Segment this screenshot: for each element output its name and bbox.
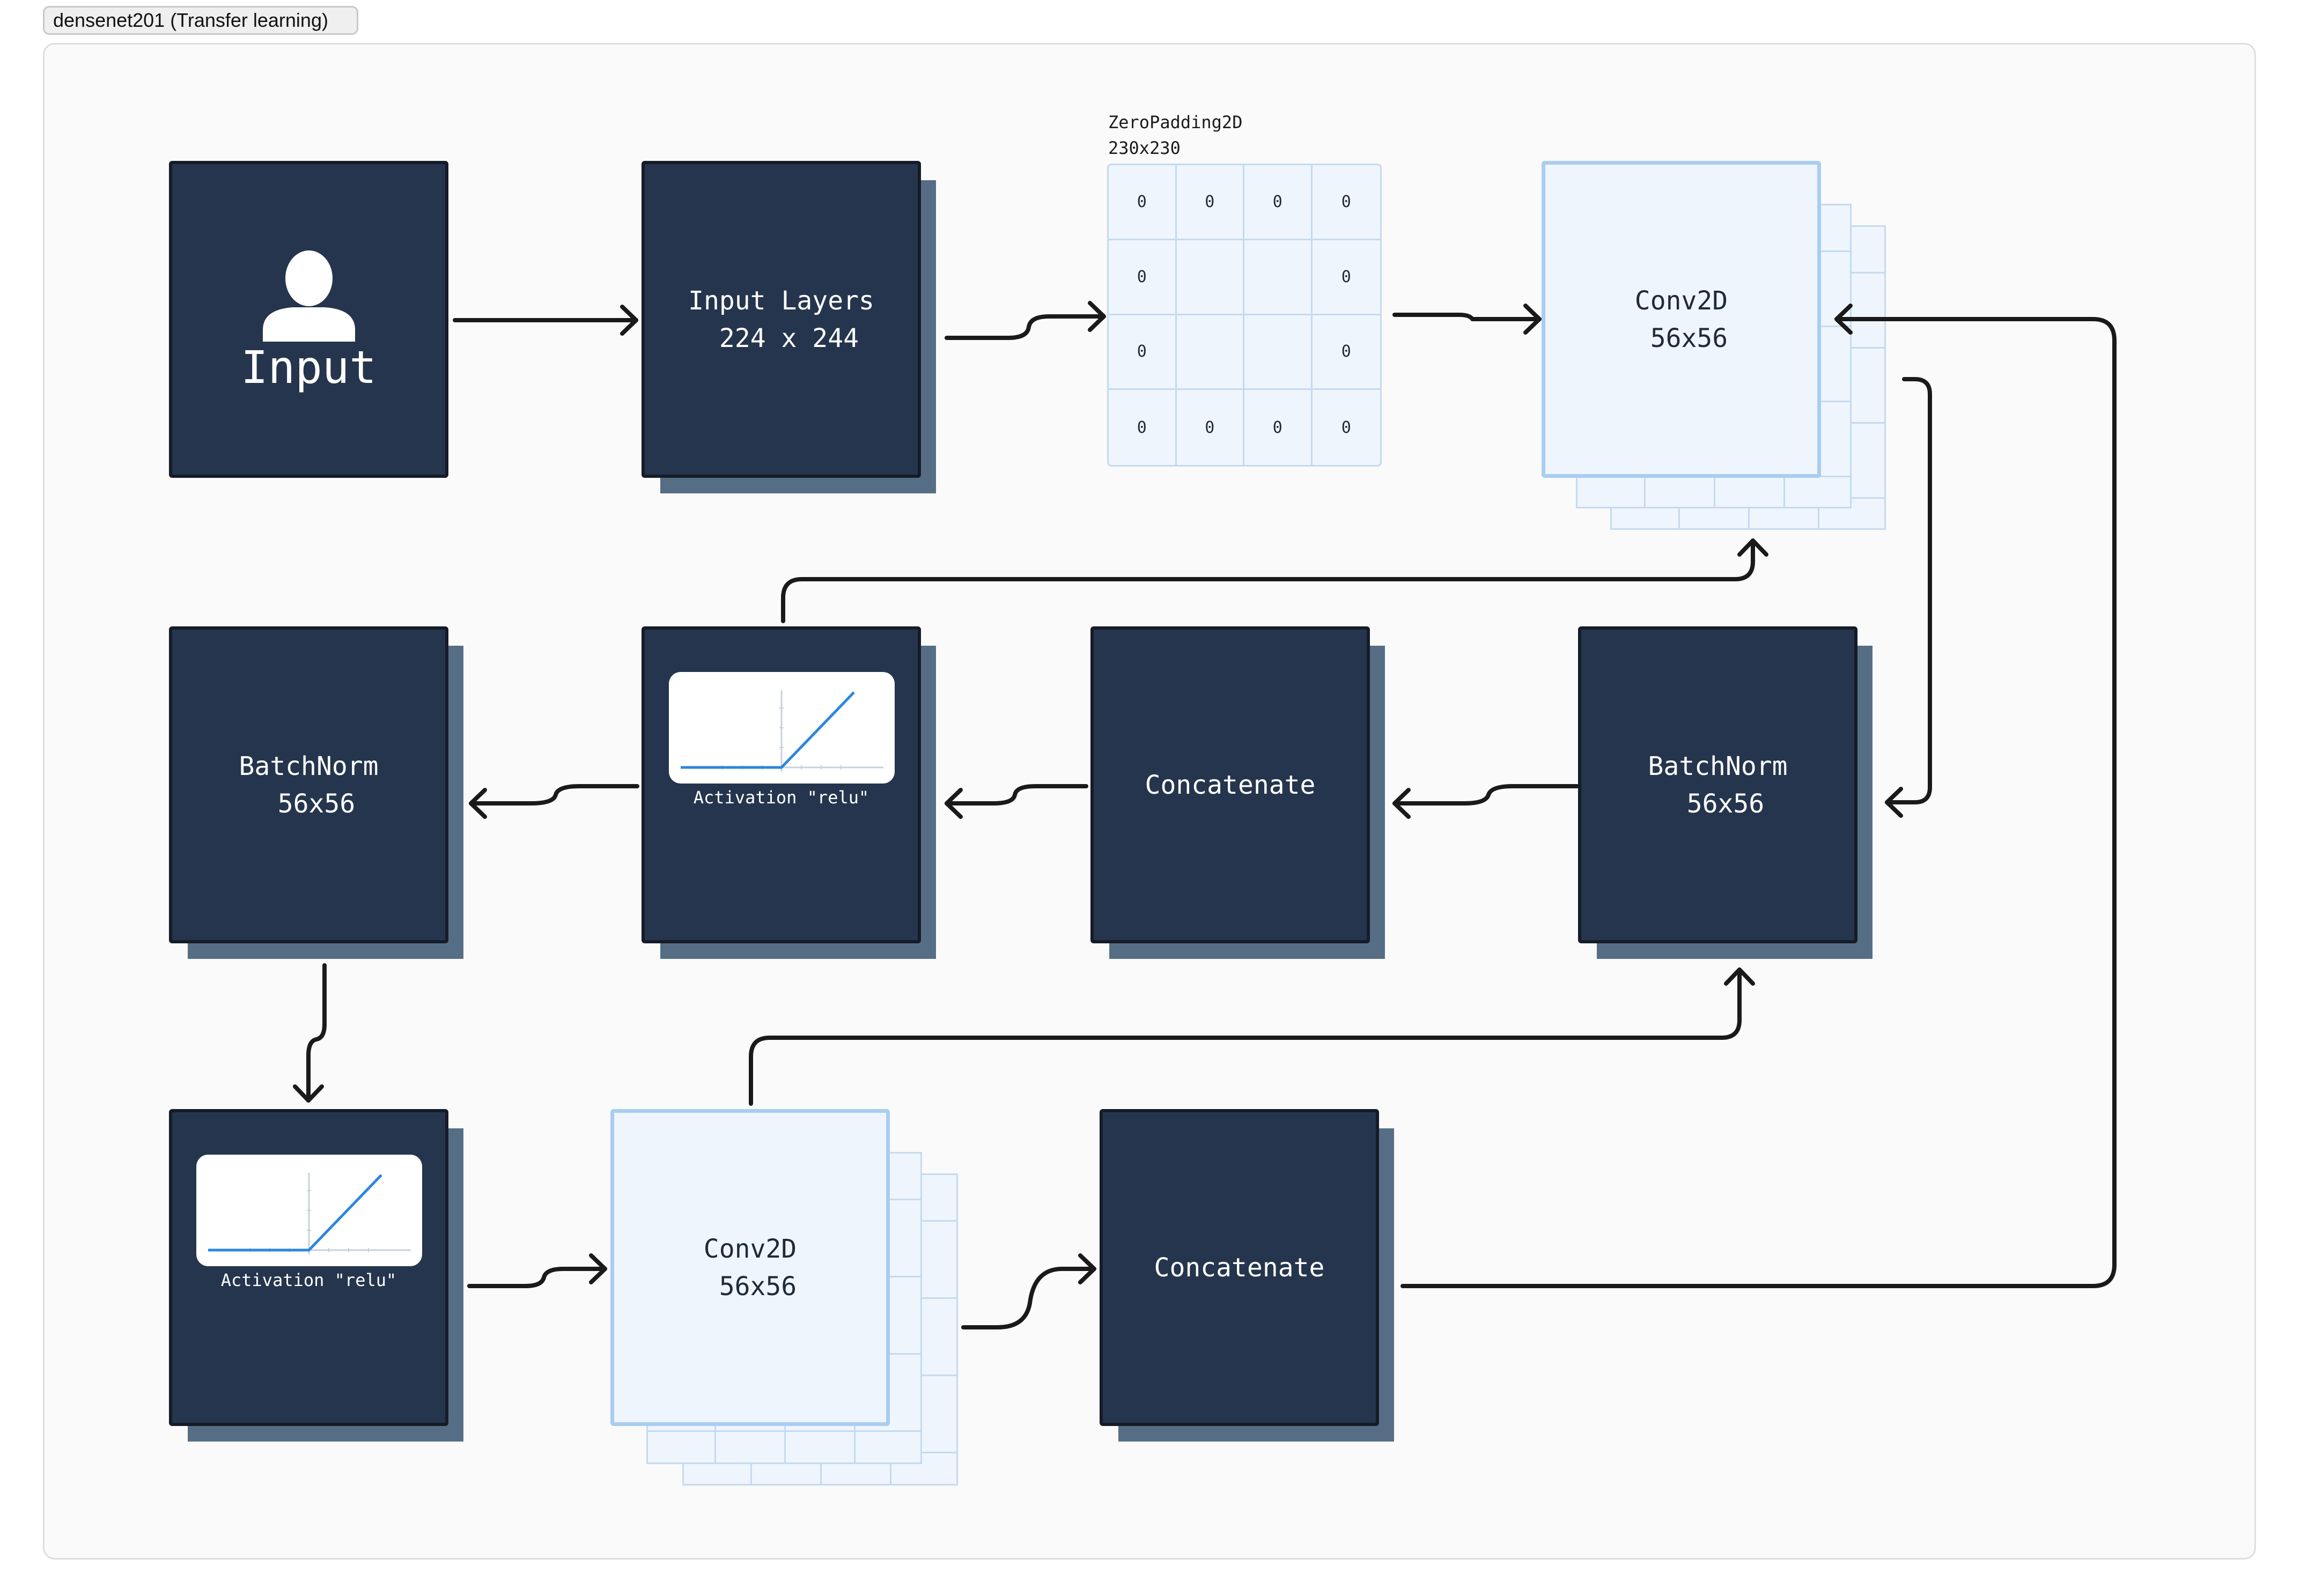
conv2d-bottom-node[interactable]: Conv2D 56x56 xyxy=(610,1109,958,1486)
concatenate-bottom-label: Concatenate xyxy=(1154,1252,1325,1283)
concatenate-mid-label: Concatenate xyxy=(1145,770,1316,800)
arrow-input-layers-to-zero-padding xyxy=(945,314,1106,340)
arrow-batchnorm-left-to-activation-bottom xyxy=(306,963,327,1103)
zero-padding-cell: 0 xyxy=(1109,315,1177,390)
activation-mid-caption: Activation "relu" xyxy=(693,787,869,808)
relu-plot-card xyxy=(196,1155,422,1266)
batchnorm-left-label: BatchNorm 56x56 xyxy=(239,751,379,819)
activation-bottom-node[interactable]: Activation "relu" xyxy=(169,1109,463,1442)
arrow-concatenate-mid-to-activation-mid xyxy=(945,784,1088,806)
concatenate-mid-node[interactable]: Concatenate xyxy=(1090,626,1385,959)
zero-padding-cell: 0 xyxy=(1312,240,1380,315)
zero-padding-size: 230x230 xyxy=(1108,138,1181,158)
batchnorm-left-node[interactable]: BatchNorm 56x56 xyxy=(169,626,463,959)
relu-plot-card xyxy=(669,672,895,784)
zero-padding-cell xyxy=(1176,240,1244,315)
concatenate-bottom-node[interactable]: Concatenate xyxy=(1100,1109,1394,1442)
user-icon xyxy=(262,250,355,342)
activation-mid-node[interactable]: Activation "relu" xyxy=(642,626,936,959)
arrow-activation-bottom-to-conv2d-bottom xyxy=(467,1267,607,1288)
arrow-activation-mid-to-conv2d-top xyxy=(781,538,1755,623)
input-layers-label: Input Layers 224 x 244 xyxy=(688,285,874,353)
batchnorm-right-label: BatchNorm 56x56 xyxy=(1648,751,1788,819)
zero-padding-title: ZeroPadding2D xyxy=(1108,112,1243,132)
arrow-conv2d-top-to-batchnorm-right xyxy=(1885,377,1932,804)
arrow-conv2d-bottom-to-batchnorm-right xyxy=(749,967,1742,1106)
relu-graph-icon xyxy=(681,690,883,772)
frame-title[interactable]: densenet201 (Transfer learning) xyxy=(43,6,358,35)
zero-padding-cell: 0 xyxy=(1312,315,1380,390)
input-label: Input xyxy=(241,341,377,394)
zero-padding-cell xyxy=(1176,315,1244,390)
batchnorm-right-node[interactable]: BatchNorm 56x56 xyxy=(1578,626,1873,959)
arrow-zero-padding-to-conv2d-top xyxy=(1392,313,1542,321)
zero-padding-cell: 0 xyxy=(1341,418,1351,437)
conv2d-top-label: Conv2D 56x56 xyxy=(1634,285,1728,353)
zero-padding-cell: 0 xyxy=(1176,165,1244,240)
zero-padding-cell: 0 xyxy=(1312,165,1380,240)
zero-padding-cell xyxy=(1244,315,1313,390)
zero-padding-cell: 0 xyxy=(1244,165,1313,240)
input-node[interactable]: Input xyxy=(169,161,448,478)
activation-bottom-caption: Activation "relu" xyxy=(220,1270,397,1290)
zero-padding-cell xyxy=(1244,240,1313,315)
zero-padding-cell: 0 xyxy=(1244,390,1313,465)
conv2d-top-node[interactable]: Conv2D 56x56 xyxy=(1542,161,1886,530)
arrow-conv2d-bottom-to-concatenate-bottom xyxy=(961,1267,1096,1329)
zero-padding-cell: 0 xyxy=(1109,240,1177,315)
relu-graph-icon xyxy=(208,1173,411,1254)
zero-padding-cell: 0 xyxy=(1109,165,1177,240)
zero-padding-cell: 0 xyxy=(1109,390,1177,465)
conv2d-bottom-label: Conv2D 56x56 xyxy=(703,1233,797,1302)
arrow-concatenate-bottom-to-conv2d-top xyxy=(1400,317,2117,1288)
input-layers-node[interactable]: Input Layers 224 x 244 xyxy=(642,161,936,493)
zero-padding-cell: 0 xyxy=(1177,390,1244,465)
arrow-batchnorm-right-to-concatenate-mid xyxy=(1392,784,1579,806)
arrow-activation-mid-to-batchnorm-left xyxy=(469,784,639,806)
